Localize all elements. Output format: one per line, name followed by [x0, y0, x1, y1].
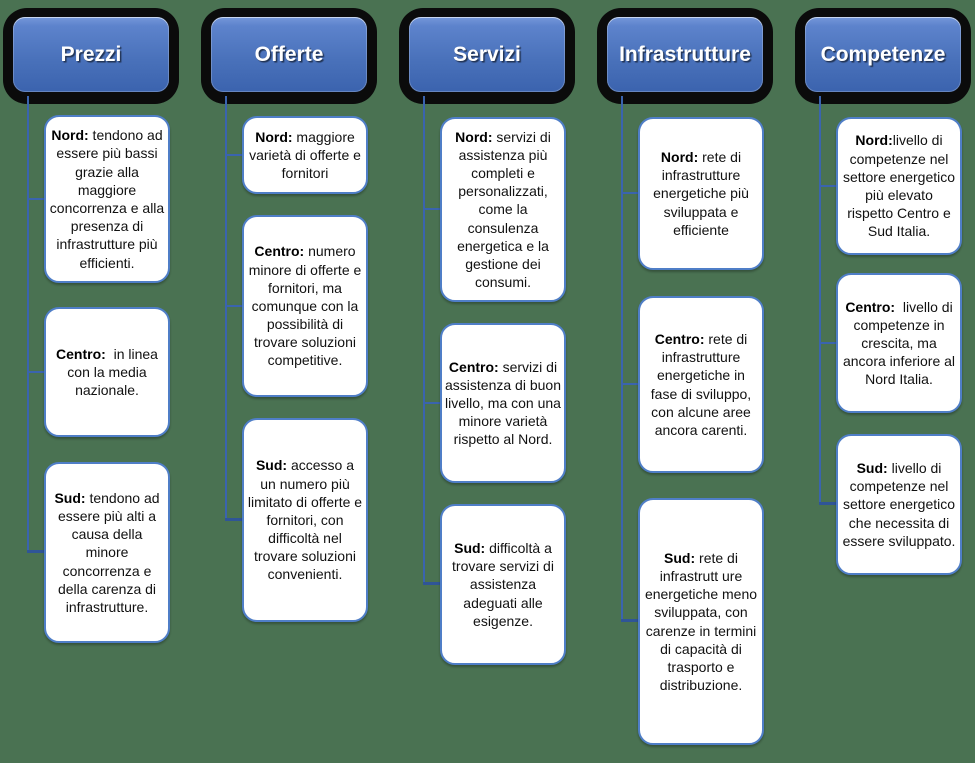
connector-vline	[423, 96, 425, 585]
connector-stub	[423, 402, 441, 404]
connector-vline	[819, 96, 821, 505]
connector-stub	[621, 192, 639, 194]
column-competenze: Competenze Nord:livello di competenze ne…	[795, 0, 973, 763]
box-text: Centro: servizi di assistenza di buon li…	[445, 358, 561, 448]
box-text: Sud: livello di competenze nel settore e…	[842, 460, 956, 549]
column-title: Offerte	[254, 42, 324, 66]
box-prezzi-nord: Nord: tendono ad essere più bassi grazie…	[44, 115, 170, 283]
box-text: Sud: rete di infrastrutt ure energetiche…	[644, 549, 758, 694]
connector-stub	[225, 154, 243, 156]
box-infrastrutture-sud: Sud: rete di infrastrutt ure energetiche…	[638, 498, 764, 745]
box-text: Nord: tendono ad essere più bassi grazie…	[49, 127, 165, 271]
column-title: Competenze	[820, 42, 946, 66]
box-servizi-sud: Sud: difficoltà a trovare servizi di ass…	[440, 504, 566, 665]
column-title: Servizi	[453, 42, 521, 66]
box-text: Centro: in linea con la media nazionale.	[56, 345, 158, 399]
connector-stub	[27, 371, 45, 373]
box-text: Sud: difficoltà a trovare servizi di ass…	[452, 540, 554, 629]
header-competenze-shape: Competenze	[805, 17, 961, 92]
box-prezzi-sud: Sud: tendono ad essere più alti a causa …	[44, 462, 170, 643]
header-infrastrutture-shape: Infrastrutture	[607, 17, 763, 92]
column-offerte: Offerte Nord: maggiore varietà di offert…	[201, 0, 379, 763]
column-prezzi: Prezzi Nord: tendono ad essere più bassi…	[3, 0, 181, 763]
header-competenze: Competenze	[795, 8, 971, 104]
box-competenze-centro: Centro: livello di competenze in crescit…	[836, 273, 962, 413]
connector-elbow	[27, 550, 46, 553]
connector-stub	[819, 342, 837, 344]
connector-vline	[27, 96, 29, 553]
box-text: Nord: maggiore varietà di offerte e forn…	[249, 128, 361, 182]
connector-elbow	[225, 518, 244, 521]
connector-vline	[621, 96, 623, 622]
connector-stub	[225, 305, 243, 307]
column-title: Prezzi	[60, 42, 122, 66]
header-offerte-shape: Offerte	[211, 17, 367, 92]
box-competenze-nord: Nord:livello di competenze nel settore e…	[836, 117, 962, 255]
header-prezzi-shape: Prezzi	[13, 17, 169, 92]
box-text: Nord: servizi di assistenza più completi…	[455, 128, 551, 291]
connector-stub	[27, 198, 45, 200]
box-offerte-sud: Sud: accesso a un numero più limitato di…	[242, 418, 368, 622]
box-offerte-centro: Centro: numero minore di offerte e forni…	[242, 215, 368, 397]
box-text: Centro: numero minore di offerte e forni…	[248, 243, 362, 369]
box-text: Nord:livello di competenze nel settore e…	[842, 132, 956, 240]
box-servizi-nord: Nord: servizi di assistenza più completi…	[440, 117, 566, 302]
box-text: Sud: tendono ad essere più alti a causa …	[54, 489, 160, 615]
column-infrastrutture: Infrastrutture Nord: rete di infrastrutt…	[597, 0, 775, 763]
connector-elbow	[621, 619, 640, 622]
header-infrastrutture: Infrastrutture	[597, 8, 773, 104]
box-servizi-centro: Centro: servizi di assistenza di buon li…	[440, 323, 566, 483]
connector-stub	[621, 383, 639, 385]
box-infrastrutture-nord: Nord: rete di infrastrutture energetiche…	[638, 117, 764, 270]
header-prezzi: Prezzi	[3, 8, 179, 104]
connector-stub	[423, 208, 441, 210]
box-prezzi-centro: Centro: in linea con la media nazionale.	[44, 307, 170, 437]
box-text: Centro: rete di infrastrutture energetic…	[650, 330, 752, 438]
column-servizi: Servizi Nord: servizi di assistenza più …	[399, 0, 577, 763]
box-text: Nord: rete di infrastrutture energetiche…	[653, 149, 749, 238]
connector-elbow	[423, 582, 442, 585]
box-text: Sud: accesso a un numero più limitato di…	[247, 457, 363, 583]
header-offerte: Offerte	[201, 8, 377, 104]
connector-vline	[225, 96, 227, 521]
column-title: Infrastrutture	[619, 42, 751, 66]
connector-elbow	[819, 502, 838, 505]
header-servizi-shape: Servizi	[409, 17, 565, 92]
connector-stub	[819, 185, 837, 187]
header-servizi: Servizi	[399, 8, 575, 104]
box-infrastrutture-centro: Centro: rete di infrastrutture energetic…	[638, 296, 764, 473]
box-competenze-sud: Sud: livello di competenze nel settore e…	[836, 434, 962, 575]
box-text: Centro: livello di competenze in crescit…	[842, 298, 956, 388]
box-offerte-nord: Nord: maggiore varietà di offerte e forn…	[242, 116, 368, 194]
